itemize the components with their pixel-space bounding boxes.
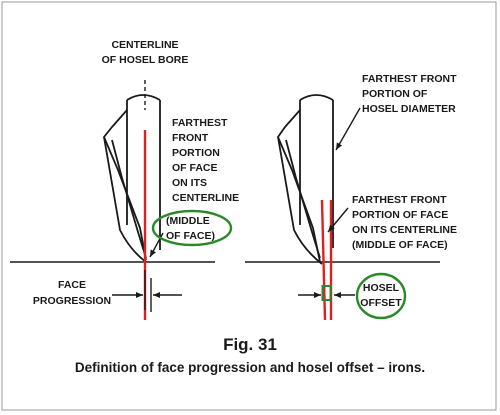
hosel-offset-highlight [355,272,407,320]
offset-label-line-1: HOSEL [363,282,400,294]
progression-label-line-2: PROGRESSION [33,295,111,307]
left-face-label-line-2: FRONT [172,132,209,144]
centerline-label-line-2: OF HOSEL BORE [102,54,189,66]
figure-caption: Definition of face progression and hosel… [75,360,425,375]
right-face-label-line-4: (MIDDLE OF FACE) [352,239,448,251]
offset-gap-highlight [321,285,332,301]
centerline-label-line-1: CENTERLINE [111,39,178,51]
left-face-label-line-7: (MIDDLE [166,215,210,227]
right-face-label-line-1: FARTHEST FRONT [352,194,447,206]
left-face-label-line-8: OF FACE) [166,230,215,242]
right-face-label-line-2: PORTION OF FACE [352,209,448,221]
left-face-label-line-6: CENTERLINE [172,192,239,204]
hosel-label-line-2: PORTION OF [362,88,428,100]
progression-label-line-1: FACE [58,279,86,291]
middle-of-face-highlight [151,209,233,247]
hosel-label-line-1: FARTHEST FRONT [362,73,457,85]
left-iron-outline [103,94,161,263]
left-face-label-line-3: PORTION [172,147,220,159]
hosel-diameter-leader [335,107,361,151]
hosel-label-line-3: HOSEL DIAMETER [362,103,456,115]
offset-label-line-2: OFFSET [360,297,402,309]
left-face-label-line-4: OF FACE [172,162,218,174]
right-face-leader [327,207,349,233]
right-red-face-line [320,199,327,321]
left-face-label-line-1: FARTHEST [172,117,228,129]
figure-number: Fig. 31 [223,335,277,354]
left-face-label-line-5: ON ITS [172,177,207,189]
right-face-label-line-3: ON ITS CENTERLINE [352,224,457,236]
right-iron-outline [277,94,334,265]
